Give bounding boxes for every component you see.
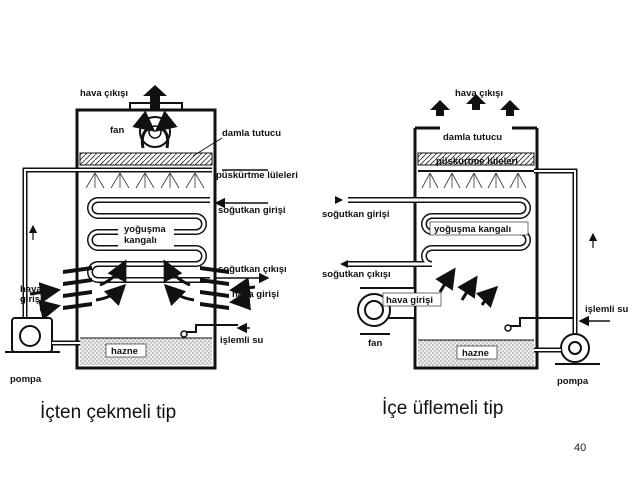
- right-pump: [534, 333, 600, 365]
- left-label-drift: damla tutucu: [222, 128, 281, 139]
- right-label-air-in: hava girişi: [386, 295, 433, 306]
- right-label-ref-out: soğutkan çıkışı: [322, 269, 391, 280]
- left-label-air-out: hava çıkışı: [80, 88, 128, 99]
- left-air-out-arrow: [143, 85, 167, 110]
- right-drift-eliminator: [417, 152, 535, 166]
- left-label-makeup: işlemli su: [220, 335, 263, 346]
- left-label-air-in-right: hava girişi: [232, 289, 279, 300]
- left-pump: [5, 317, 80, 353]
- right-label-makeup: işlemli su: [585, 304, 628, 315]
- right-ref-in-arrow: [335, 196, 343, 204]
- left-label-sump: hazne: [111, 346, 138, 357]
- left-label-air-in-left: hava girişi: [20, 284, 44, 305]
- left-label-nozzles: püskürtme lüleleri: [216, 170, 298, 181]
- right-label-air-out: hava çıkışı: [455, 88, 503, 99]
- left-spray-nozzles: [85, 172, 205, 189]
- left-diagram: hava çıkışı fan damla tutucu püskürtme l…: [5, 85, 298, 385]
- left-label-coil-1: yoğuşma: [124, 224, 166, 235]
- right-label-pump: pompa: [557, 376, 589, 387]
- left-air-inlet-louvres: [63, 266, 229, 310]
- left-label-pump: pompa: [10, 374, 42, 385]
- left-label-coil-2: kangalı: [124, 235, 157, 246]
- left-drift-eliminator: [79, 152, 213, 166]
- right-label-sump: hazne: [462, 348, 489, 359]
- right-caption: İçe üflemeli tip: [382, 398, 504, 419]
- left-label-ref-in: soğutkan girişi: [218, 205, 286, 216]
- left-label-fan: fan: [110, 125, 124, 136]
- left-caption: İçten çekmeli tip: [40, 402, 177, 423]
- right-air-out-arrows: [430, 94, 520, 116]
- right-label-drift: damla tutucu: [443, 132, 502, 143]
- left-air-flow-arrows: [29, 259, 256, 321]
- right-label-ref-in: soğutkan girişi: [322, 209, 390, 220]
- right-spray-nozzles: [421, 172, 527, 189]
- right-tower-body: [413, 128, 539, 370]
- right-diagram: hava çıkışı damla tutucu püskürtme lülel…: [322, 88, 628, 387]
- right-label-fan: fan: [368, 338, 382, 349]
- right-recirc-pipe: [534, 168, 578, 335]
- right-ref-out-arrow: [340, 260, 348, 268]
- right-label-nozzles: püskürtme lüleleri: [436, 156, 518, 167]
- right-air-flow-arrows: [435, 267, 499, 309]
- right-label-coil: yoğuşma kangalı: [434, 224, 511, 235]
- left-makeup-water-line: [186, 324, 238, 333]
- left-label-coil: yoğuşma kangalı: [124, 224, 168, 246]
- right-makeup-water-line: [510, 317, 575, 327]
- left-label-ref-out: soğutkan çıkışı: [218, 264, 287, 275]
- page-number: 40: [574, 442, 587, 454]
